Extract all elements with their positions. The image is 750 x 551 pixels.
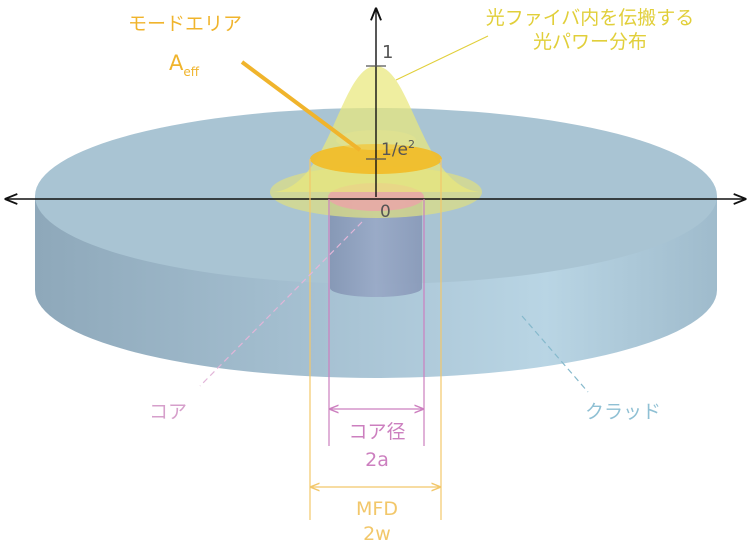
clad-leader xyxy=(521,315,589,393)
tick-e2-label: 1/e2 xyxy=(381,138,415,160)
power-label-line2: 光パワー分布 xyxy=(533,31,647,53)
mode-area-leader xyxy=(240,60,362,152)
tick-one-label: 1 xyxy=(382,42,393,63)
tick-e2-base: 1/e xyxy=(381,140,408,160)
core-label: コア xyxy=(149,401,187,423)
power-leader xyxy=(395,35,489,81)
clad-label: クラッド xyxy=(585,401,661,423)
core-diameter-symbol: 2a xyxy=(365,449,389,471)
origin-label: 0 xyxy=(380,202,391,222)
aeff-main: A xyxy=(169,51,184,75)
core-leader xyxy=(199,221,363,387)
power-label-line1: 光ファイバ内を伝搬する xyxy=(486,7,695,29)
core-diameter-label: コア径 xyxy=(348,421,405,443)
aeff-sub: eff xyxy=(183,65,199,79)
mfd-symbol: 2w xyxy=(363,523,391,545)
core-cylinder xyxy=(330,200,422,297)
aeff-label: Aeff xyxy=(169,51,200,79)
tick-e2-sup: 2 xyxy=(408,138,415,151)
mfd-label: MFD xyxy=(356,498,398,520)
mode-area-label: モードエリア xyxy=(128,13,242,35)
